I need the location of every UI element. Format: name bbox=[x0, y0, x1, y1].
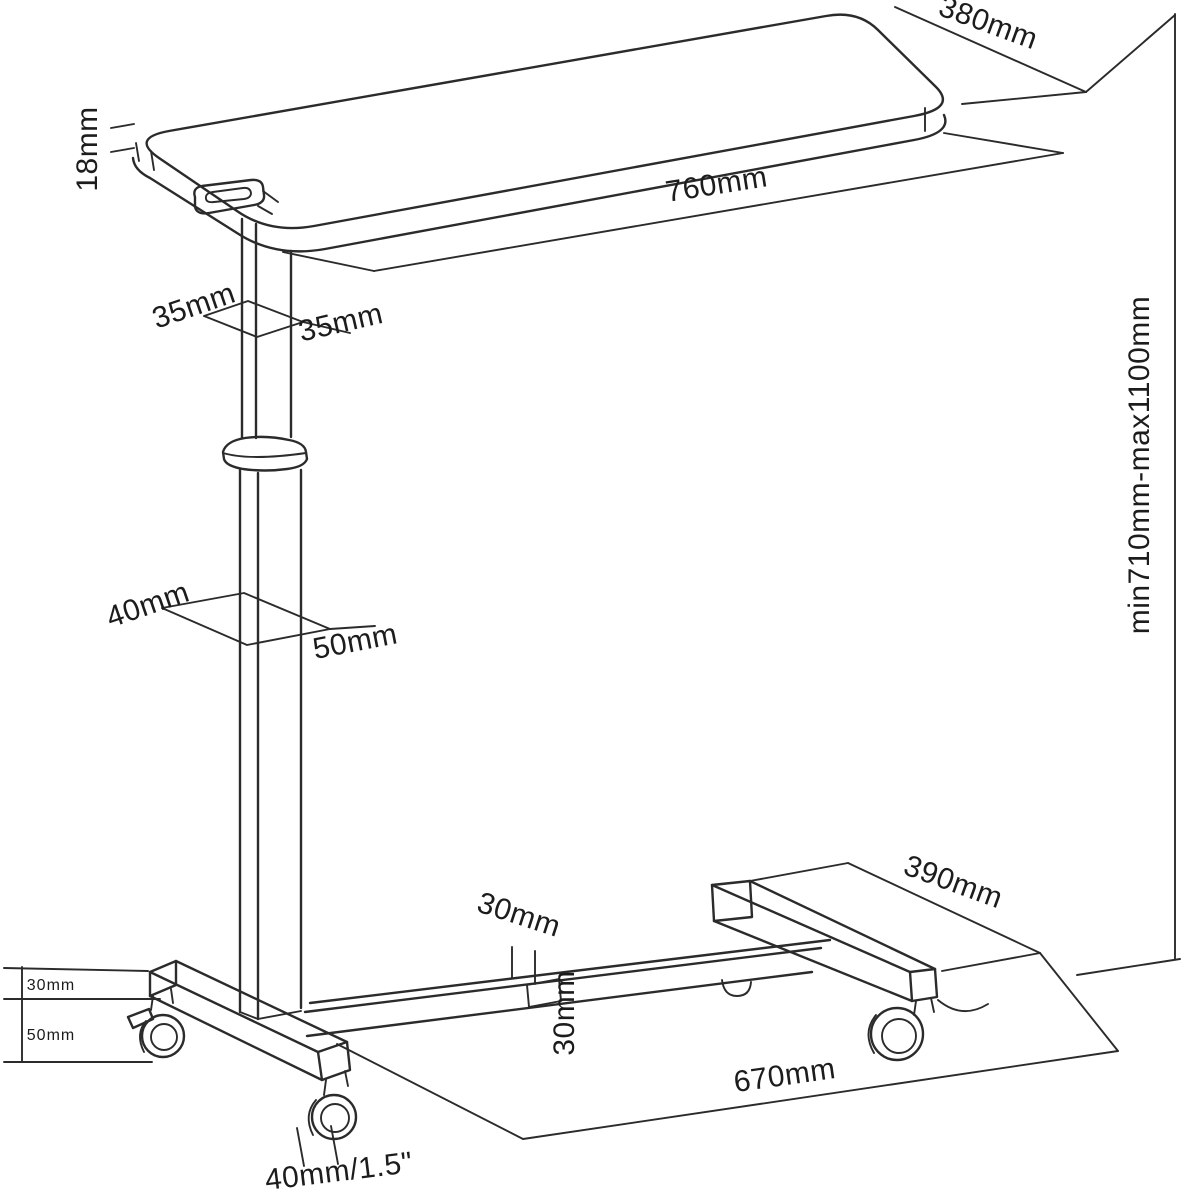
right-foot-top-back-edge bbox=[710, 883, 912, 974]
dim-380mm-extension bbox=[961, 91, 1087, 105]
rear-left-caster-brake bbox=[126, 1007, 155, 1030]
rear-left-caster-hub bbox=[150, 1023, 178, 1051]
left-foot bbox=[148, 959, 352, 1082]
dim-380mm-line bbox=[894, 6, 1087, 93]
dim-670mm-ext-right bbox=[1039, 952, 1119, 1052]
front-left-caster-rear-wheel-arc bbox=[307, 1099, 317, 1136]
front-left-caster-fork-1 bbox=[323, 1079, 327, 1096]
rear-left-caster-fork-2 bbox=[170, 988, 174, 1004]
dim-670mm-ext-left bbox=[336, 1043, 524, 1140]
tabletop-left-corner-edge2 bbox=[150, 150, 155, 171]
right-foot-front-cap bbox=[908, 967, 939, 1003]
label-crossbar-top-width: 30mm bbox=[473, 886, 564, 944]
label-height-range: min710mm-max1100mm bbox=[1123, 296, 1156, 635]
lever-link-1 bbox=[262, 190, 279, 203]
rear-right-caster-arc bbox=[721, 979, 752, 997]
dim-height-bottom-extension bbox=[1076, 958, 1181, 976]
gauge-line-top bbox=[3, 967, 149, 972]
front-right-caster-fork-2 bbox=[930, 997, 935, 1013]
tabletop-top-face bbox=[145, 13, 945, 230]
lower-column-base-edge-1 bbox=[239, 1011, 259, 1020]
casters bbox=[126, 979, 989, 1141]
label-upper-column-side-b: 35mm bbox=[296, 297, 387, 348]
dim-18mm-tick-top bbox=[110, 123, 135, 129]
label-foot-length: 390mm bbox=[899, 849, 1007, 915]
dim-760mm-line bbox=[373, 152, 1064, 272]
label-crossbar-front-height: 30mm bbox=[548, 970, 581, 1055]
lever-link-2 bbox=[257, 205, 273, 215]
dim-18mm-tick-bottom bbox=[110, 147, 135, 153]
left-foot-front-cap bbox=[316, 1040, 352, 1082]
crossbar-top-back-edge bbox=[308, 938, 832, 1005]
right-foot-rear-cap bbox=[710, 879, 754, 923]
front-right-caster-housing-arc bbox=[937, 999, 989, 1012]
front-right-caster-fork-1 bbox=[913, 1000, 917, 1016]
front-right-caster bbox=[867, 997, 989, 1062]
dim-390mm-edge-right bbox=[941, 952, 1041, 972]
label-top-width: 760mm bbox=[663, 160, 769, 209]
left-foot-top-back-edge bbox=[148, 970, 320, 1054]
crossbar-top-front-edge bbox=[303, 946, 823, 1014]
dimension-lines bbox=[3, 6, 1181, 1167]
lever-outline bbox=[193, 178, 266, 215]
lever-inner bbox=[204, 186, 252, 204]
lift-column bbox=[221, 217, 309, 1021]
left-foot-top-front-edge bbox=[174, 959, 349, 1044]
height-release-lever bbox=[193, 178, 279, 215]
dim-caster-tick-2 bbox=[330, 1125, 339, 1165]
tabletop-left-corner-edge bbox=[135, 142, 140, 162]
dim-30mm-front-plane bbox=[526, 978, 562, 1008]
crossbar bbox=[303, 938, 832, 1038]
label-foot-tube-height: 30mm bbox=[27, 977, 75, 994]
dim-760mm-ext-left bbox=[282, 251, 375, 272]
label-caster-size: 40mm/1.5" bbox=[263, 1146, 414, 1197]
lower-column-base-edge-2 bbox=[257, 1010, 302, 1020]
left-foot-bottom-edge bbox=[148, 994, 324, 1082]
dim-50mm-leader bbox=[329, 625, 376, 630]
dim-390mm-line bbox=[847, 862, 1041, 954]
tabletop-bottom-edge bbox=[131, 113, 947, 253]
front-left-caster-hub bbox=[320, 1103, 350, 1133]
label-lower-column-side-b: 50mm bbox=[310, 617, 400, 666]
crossbar-bottom-edge bbox=[305, 970, 814, 1038]
dim-35mm-leader bbox=[302, 321, 351, 334]
rear-left-caster-wheel bbox=[140, 1013, 186, 1059]
column-collar bbox=[221, 435, 309, 472]
right-foot-bottom-edge bbox=[712, 919, 914, 1003]
label-lower-column-side-a: 40mm bbox=[102, 576, 193, 635]
label-base-width: 670mm bbox=[732, 1052, 838, 1099]
label-foot-clearance: 50mm bbox=[27, 1027, 75, 1044]
rear-left-caster-rear-wheel-arc bbox=[139, 1020, 147, 1053]
front-right-caster-hub bbox=[881, 1018, 917, 1054]
dim-670mm-line bbox=[522, 1050, 1119, 1140]
dim-caster-tick-1 bbox=[296, 1127, 305, 1167]
label-upper-column-side-a: 35mm bbox=[148, 277, 239, 336]
dim-height-top-extension bbox=[1085, 14, 1176, 93]
tabletop bbox=[131, 13, 947, 253]
dim-760mm-ext-right bbox=[943, 132, 1064, 154]
right-foot-top-front-edge bbox=[748, 879, 937, 971]
front-left-caster bbox=[307, 1070, 358, 1141]
dim-390mm-edge-left bbox=[749, 862, 849, 882]
right-foot bbox=[710, 879, 939, 1003]
front-right-caster-rear-wheel-arc bbox=[867, 1014, 877, 1054]
column-collar-rim bbox=[222, 452, 307, 458]
front-left-caster-fork-2 bbox=[344, 1070, 349, 1087]
label-top-thickness: 18mm bbox=[71, 106, 104, 191]
front-right-caster-wheel bbox=[869, 1006, 925, 1062]
